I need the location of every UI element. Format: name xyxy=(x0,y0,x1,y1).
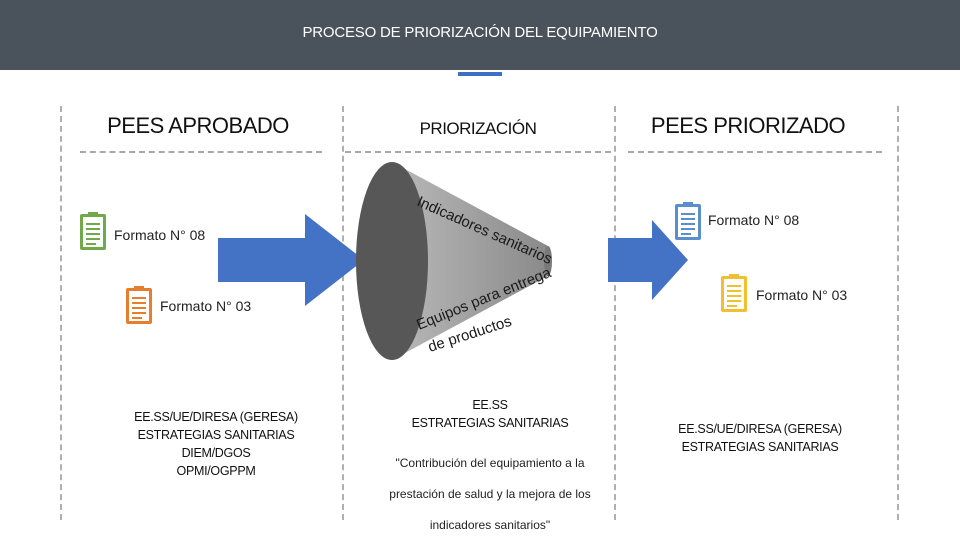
input-arrow xyxy=(218,214,364,306)
funnel-body xyxy=(392,162,548,360)
info-line: ESTRATEGIAS SANITARIAS xyxy=(681,440,839,454)
clipboard-icon xyxy=(675,202,701,240)
funnel-spout xyxy=(544,246,552,276)
info-line: EE.SS/UE/DIRESA (GERESA) xyxy=(678,422,842,436)
left-doc-08-label: Formato N° 08 xyxy=(114,227,206,243)
left-doc-03-label: Formato N° 03 xyxy=(160,298,252,314)
info-line: EE.SS xyxy=(472,398,508,412)
middle-info-block: EE.SS ESTRATEGIAS SANITARIAS xyxy=(350,396,630,432)
info-line: OPMI/OGPPM xyxy=(176,464,256,478)
info-line: DIEM/DGOS xyxy=(181,446,251,460)
middle-quote: "Contribución del equipamiento a la pres… xyxy=(350,448,630,541)
clipboard-icon xyxy=(126,286,152,324)
left-info-block: EE.SS/UE/DIRESA (GERESA) ESTRATEGIAS SAN… xyxy=(86,408,346,480)
info-line: EE.SS/UE/DIRESA (GERESA) xyxy=(134,410,298,424)
funnel-mouth xyxy=(356,162,428,360)
right-doc-08-label: Formato N° 08 xyxy=(708,212,800,228)
header-accent xyxy=(458,72,502,76)
left-title-divider xyxy=(80,151,322,153)
quote-line: "Contribución del equipamiento a la xyxy=(395,456,585,470)
column-divider-3 xyxy=(614,106,616,520)
middle-title-divider xyxy=(345,151,611,153)
column-divider-4 xyxy=(897,106,899,520)
info-line: ESTRATEGIAS SANITARIAS xyxy=(411,416,569,430)
clipboard-icon xyxy=(80,212,106,250)
right-title-divider xyxy=(628,151,882,153)
header-bar: PROCESO DE PRIORIZACIÓN DEL EQUIPAMIENTO xyxy=(0,0,960,70)
output-arrow xyxy=(608,220,688,300)
column-divider-2 xyxy=(342,106,344,520)
quote-line: prestación de salud y la mejora de los xyxy=(389,487,591,501)
column-divider-1 xyxy=(60,106,62,520)
right-info-block: EE.SS/UE/DIRESA (GERESA) ESTRATEGIAS SAN… xyxy=(640,420,880,456)
page-title: PROCESO DE PRIORIZACIÓN DEL EQUIPAMIENTO xyxy=(302,24,658,41)
right-column-title: PEES PRIORIZADO xyxy=(650,113,846,138)
info-line: ESTRATEGIAS SANITARIAS xyxy=(137,428,295,442)
left-column-title: PEES APROBADO xyxy=(107,113,289,138)
clipboard-icon xyxy=(721,274,747,312)
quote-line: indicadores sanitarios" xyxy=(429,518,551,532)
middle-column-title: PRIORIZACIÓN xyxy=(419,119,537,138)
right-doc-03-label: Formato N° 03 xyxy=(756,287,848,303)
